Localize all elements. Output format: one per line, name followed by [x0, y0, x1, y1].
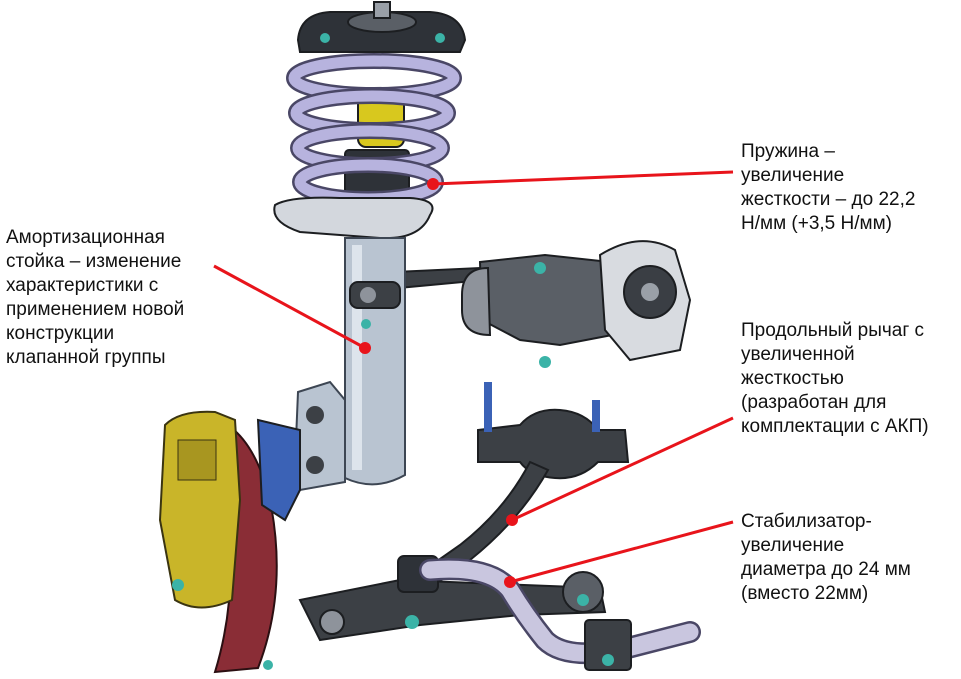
hub-carrier: [256, 418, 301, 522]
callout-line: Стабилизатор-: [741, 511, 872, 532]
lower-arm-body: [298, 578, 607, 642]
callout-line: применением новой: [6, 299, 185, 320]
leader-lines: [213, 170, 734, 588]
callout-line: Амортизационная: [6, 227, 165, 248]
callout-line: Н/мм (+3,5 Н/мм): [741, 213, 892, 234]
bracket-stud: [592, 400, 600, 432]
top-nut: [373, 1, 391, 19]
stabilizer-bar: [419, 558, 701, 671]
fastener-bolt: [320, 33, 330, 43]
spring-leader-line: [432, 170, 734, 186]
fastener-bolt: [577, 594, 589, 606]
mount-bushing-core: [641, 283, 659, 301]
bracket-stud: [484, 382, 492, 432]
stabilizer-bushing-mount: [584, 619, 632, 671]
spring-callout: Пружина – увеличение жесткости – до 22,2…: [741, 140, 915, 236]
strut-leader-dot: [359, 342, 371, 354]
stabilizer-leader-line: [509, 520, 734, 584]
callout-line: Пружина –: [741, 141, 835, 162]
rack-end-cap: [461, 266, 492, 337]
ball-joint: [319, 609, 345, 635]
knuckle-bolt: [306, 456, 324, 474]
callout-line: жесткостью: [741, 368, 844, 389]
strut-callout: Амортизационная стойка – изменение харак…: [6, 226, 184, 370]
brake-hub-assembly: [158, 410, 301, 674]
trailing-arm-leader-dot: [506, 514, 518, 526]
subframe-assembly: [393, 240, 692, 368]
callout-line: характеристики с: [6, 275, 159, 296]
knuckle-bolt: [306, 406, 324, 424]
fastener-bolt: [534, 262, 546, 274]
fastener-bolt: [539, 356, 551, 368]
callout-line: стойка – изменение: [6, 251, 182, 272]
callout-line: увеличение: [741, 165, 845, 186]
trailing-arm-leader-line: [511, 416, 734, 522]
fastener-bolt: [602, 654, 614, 666]
callout-line: (вместо 22мм): [741, 583, 869, 604]
fastener-bolt: [263, 660, 273, 670]
callout-line: увеличенной: [741, 344, 855, 365]
callout-line: клапанной группы: [6, 347, 166, 368]
fastener-bolt: [405, 615, 419, 629]
trailing-arm-bracket: [477, 408, 630, 480]
fastener-bolt: [361, 319, 371, 329]
callout-line: комплектации с АКП): [741, 416, 929, 437]
callout-line: жесткости – до 22,2: [741, 189, 916, 210]
spring-leader-dot: [427, 178, 439, 190]
callout-line: Продольный рычаг с: [741, 320, 925, 341]
strut-leader-line: [213, 264, 366, 350]
callout-line: диаметра до 24 мм: [741, 559, 911, 580]
stabilizer-tube-fill: [421, 560, 699, 662]
caliper-window: [177, 439, 217, 481]
spring-seat: [273, 196, 434, 240]
steering-rack-housing: [478, 253, 614, 347]
callout-line: (разработан для: [741, 392, 887, 413]
lower-arm: [298, 555, 607, 642]
callout-line: увеличение: [741, 535, 845, 556]
knuckle-bracket: [294, 380, 346, 492]
rear-bushing: [562, 571, 604, 613]
link-bolt: [360, 287, 376, 303]
trailing-arm-callout: Продольный рычаг с увеличенной жесткость…: [741, 319, 929, 439]
fastener-bolt: [435, 33, 445, 43]
strut-assembly: [273, 1, 467, 492]
stabilizer-callout: Стабилизатор- увеличение диаметра до 24 …: [741, 510, 911, 606]
fastener-bolt: [172, 579, 184, 591]
callout-line: конструкции: [6, 323, 115, 344]
strut-highlight: [352, 245, 362, 470]
stabilizer-leader-dot: [504, 576, 516, 588]
